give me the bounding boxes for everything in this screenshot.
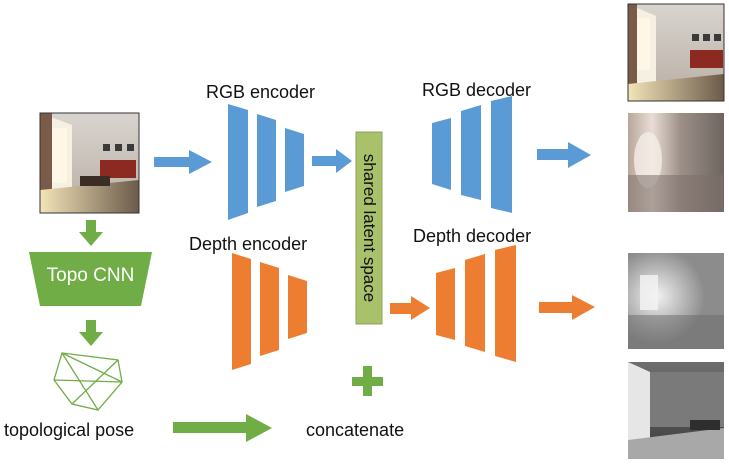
input-rgb-image <box>39 112 140 214</box>
output-rgb-image <box>627 3 725 102</box>
topological-pose-icon <box>53 352 123 411</box>
depth-decoder-label: Depth decoder <box>413 226 532 246</box>
rgb-encoder-label: RGB encoder <box>206 82 316 102</box>
arrow-topocnn-to-pose <box>79 320 103 346</box>
concatenate-label: concatenate <box>306 420 405 440</box>
topological-pose-label: topological pose <box>4 420 135 440</box>
shared-latent-space-label: shared latent space <box>360 153 379 303</box>
depth-encoder-label: Depth encoder <box>189 234 308 254</box>
arrow-rgb-decoder-to-output <box>537 142 591 168</box>
rgb-encoder-blocks <box>228 104 304 220</box>
shared-latent-space-bar <box>355 131 383 325</box>
decoded-depth-image <box>628 253 724 349</box>
arrow-latent-to-depth-decoder <box>390 296 430 320</box>
rgb-decoder-blocks <box>432 96 512 213</box>
depth-decoder-blocks <box>436 245 516 362</box>
arrow-rgb-encoder-to-latent <box>312 149 352 173</box>
decoded-rgb-image <box>628 113 724 212</box>
topo-cnn-label: Topo CNN <box>46 265 135 286</box>
arrow-input-to-rgb-encoder <box>154 150 212 174</box>
arrow-pose-to-concatenate <box>173 414 272 442</box>
arrow-image-to-topocnn <box>79 220 103 246</box>
rgb-decoder-label: RGB decoder <box>422 80 532 100</box>
topo-cnn-block <box>29 252 152 306</box>
arrow-depth-decoder-to-output <box>539 295 595 320</box>
depth-encoder-blocks <box>232 253 307 370</box>
plus-icon <box>352 366 383 396</box>
ground-truth-depth-image <box>628 362 724 459</box>
